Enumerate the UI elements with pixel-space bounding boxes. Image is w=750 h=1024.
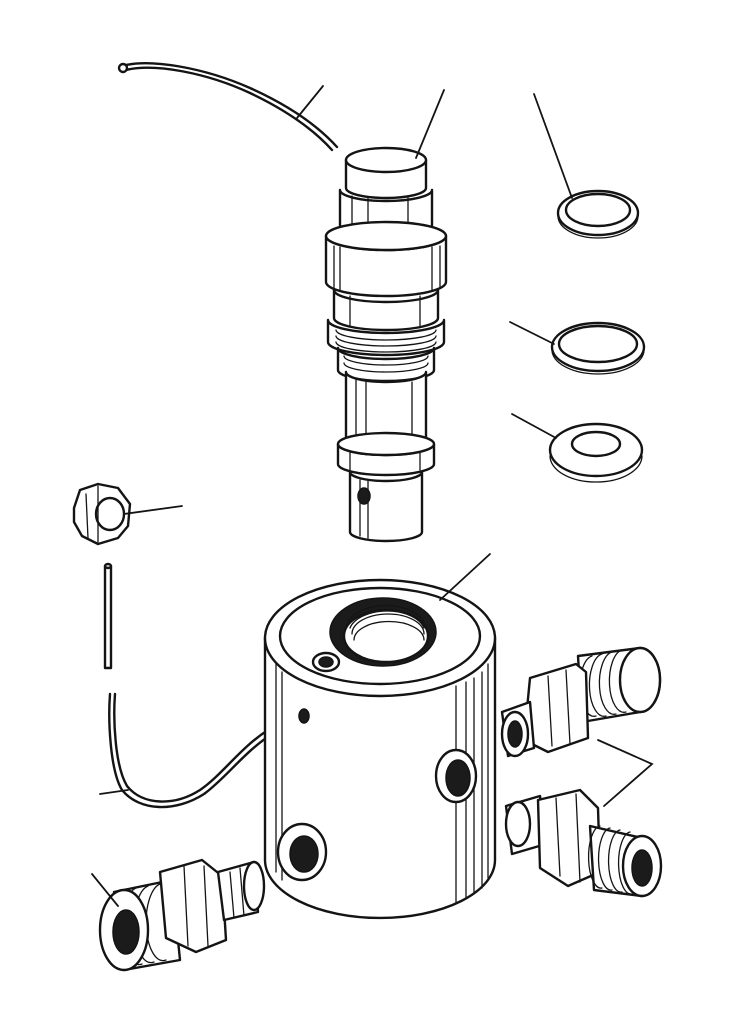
valve-spool <box>324 146 448 543</box>
right-fitting-upper <box>500 646 662 758</box>
leader-middle-seal-ring <box>509 321 555 345</box>
leader-upper-seal-ring <box>533 93 573 199</box>
lower-washer <box>548 422 644 483</box>
left-fitting <box>98 858 266 972</box>
lock-nut <box>72 482 132 546</box>
leader-lower-washer <box>511 413 557 439</box>
lock-wire <box>108 692 274 809</box>
leader-valve-spool <box>415 89 445 159</box>
leader-valve-body <box>439 553 491 601</box>
wire-seal <box>117 62 339 152</box>
leader-right-fittings <box>597 739 654 807</box>
right-fitting-lower <box>504 788 663 898</box>
middle-seal-ring <box>550 321 646 375</box>
valve-body <box>263 578 497 920</box>
leader-lock-wire <box>99 789 129 795</box>
straight-pin <box>103 562 113 670</box>
leader-wire-seal <box>296 85 324 119</box>
leader-lock-nut <box>123 505 183 515</box>
leader-left-fitting <box>91 873 119 907</box>
upper-seal-ring <box>556 189 640 239</box>
